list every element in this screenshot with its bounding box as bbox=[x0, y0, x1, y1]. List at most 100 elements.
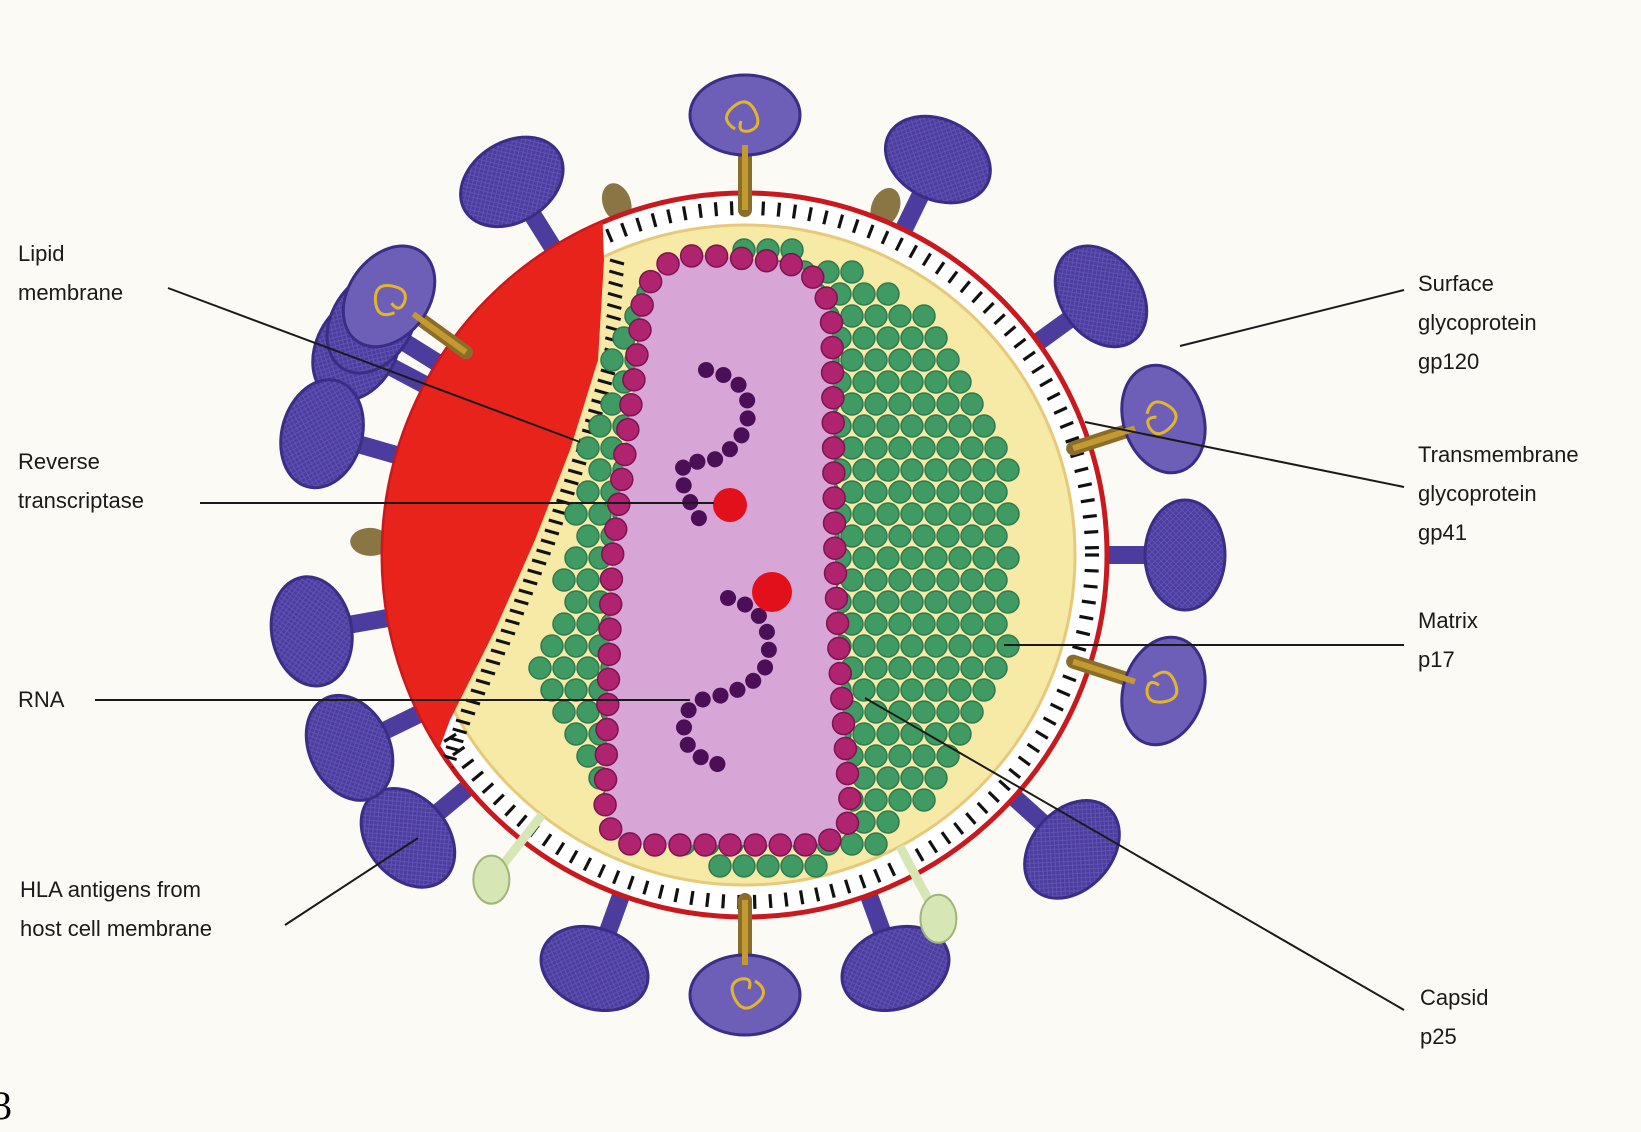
matrix-protein bbox=[925, 459, 947, 481]
matrix-protein bbox=[937, 745, 959, 767]
matrix-protein bbox=[973, 591, 995, 613]
matrix-protein bbox=[949, 591, 971, 613]
lipid-tick bbox=[785, 893, 787, 907]
matrix-protein bbox=[913, 349, 935, 371]
leader-transmembrane-glycoprotein bbox=[1085, 422, 1404, 487]
matrix-protein bbox=[889, 437, 911, 459]
matrix-protein bbox=[853, 679, 875, 701]
capsid-protein bbox=[756, 250, 778, 272]
matrix-protein bbox=[853, 635, 875, 657]
capsid-protein bbox=[829, 662, 851, 684]
matrix-protein bbox=[877, 591, 899, 613]
matrix-protein bbox=[865, 393, 887, 415]
matrix-protein bbox=[937, 569, 959, 591]
lipid-tick bbox=[433, 782, 447, 786]
capsid-protein bbox=[706, 245, 728, 267]
matrix-protein bbox=[937, 481, 959, 503]
capsid-protein bbox=[595, 744, 617, 766]
capsid-protein bbox=[769, 834, 791, 856]
matrix-protein bbox=[877, 723, 899, 745]
matrix-protein bbox=[781, 855, 803, 877]
reverse-transcriptase-molecule bbox=[752, 572, 792, 612]
capsid-protein bbox=[597, 693, 619, 715]
capsid-protein bbox=[619, 833, 641, 855]
capsid-protein bbox=[640, 271, 662, 293]
matrix-protein bbox=[865, 437, 887, 459]
matrix-protein bbox=[925, 415, 947, 437]
capsid-protein bbox=[608, 493, 630, 515]
matrix-protein bbox=[949, 371, 971, 393]
matrix-protein bbox=[913, 525, 935, 547]
matrix-protein bbox=[889, 657, 911, 679]
matrix-protein bbox=[889, 569, 911, 591]
matrix-protein bbox=[901, 415, 923, 437]
matrix-protein bbox=[865, 349, 887, 371]
matrix-protein bbox=[985, 525, 1007, 547]
capsid-protein bbox=[629, 319, 651, 341]
matrix-protein bbox=[961, 437, 983, 459]
matrix-protein bbox=[565, 679, 587, 701]
gp120-gp41-spike bbox=[690, 75, 800, 210]
label-rna: RNA bbox=[18, 680, 64, 719]
capsid-protein bbox=[822, 412, 844, 434]
capsid-protein bbox=[823, 437, 845, 459]
matrix-protein bbox=[949, 723, 971, 745]
capsid-protein bbox=[837, 763, 859, 785]
capsid-protein bbox=[837, 812, 859, 834]
matrix-protein bbox=[949, 635, 971, 657]
matrix-protein bbox=[853, 591, 875, 613]
capsid-protein bbox=[596, 719, 618, 741]
matrix-protein bbox=[553, 657, 575, 679]
lipid-tick bbox=[723, 894, 724, 908]
matrix-protein bbox=[877, 635, 899, 657]
capsid-protein bbox=[605, 518, 627, 540]
capsid-protein bbox=[595, 769, 617, 791]
matrix-protein bbox=[877, 811, 899, 833]
label-lipid-membrane: Lipidmembrane bbox=[18, 234, 123, 312]
capsid-protein bbox=[833, 713, 855, 735]
capsid-protein bbox=[802, 266, 824, 288]
lipid-tick bbox=[436, 773, 450, 777]
matrix-protein bbox=[901, 635, 923, 657]
matrix-protein bbox=[925, 371, 947, 393]
matrix-protein bbox=[925, 635, 947, 657]
matrix-protein bbox=[961, 613, 983, 635]
matrix-protein bbox=[913, 437, 935, 459]
matrix-protein bbox=[565, 591, 587, 613]
capsid-protein bbox=[600, 568, 622, 590]
capsid-protein bbox=[822, 362, 844, 384]
capsid-protein bbox=[623, 369, 645, 391]
matrix-protein bbox=[553, 613, 575, 635]
matrix-protein bbox=[937, 349, 959, 371]
lipid-tick bbox=[1084, 586, 1098, 587]
matrix-protein bbox=[901, 503, 923, 525]
label-transmembrane-glycoprotein: Transmembraneglycoproteingp41 bbox=[1418, 435, 1579, 552]
matrix-protein bbox=[577, 481, 599, 503]
matrix-protein bbox=[925, 591, 947, 613]
matrix-protein bbox=[961, 525, 983, 547]
matrix-protein bbox=[889, 789, 911, 811]
matrix-protein bbox=[757, 855, 779, 877]
capsid-protein bbox=[617, 419, 639, 441]
matrix-protein bbox=[853, 459, 875, 481]
matrix-protein bbox=[877, 679, 899, 701]
matrix-protein bbox=[913, 305, 935, 327]
capsid-protein bbox=[828, 637, 850, 659]
lipid-tick bbox=[770, 894, 771, 908]
matrix-protein bbox=[925, 503, 947, 525]
matrix-protein bbox=[925, 767, 947, 789]
matrix-protein bbox=[577, 613, 599, 635]
lipid-tick bbox=[691, 891, 693, 905]
matrix-protein bbox=[865, 833, 887, 855]
matrix-protein bbox=[949, 547, 971, 569]
gp120-knob bbox=[1024, 228, 1166, 364]
matrix-protein bbox=[577, 437, 599, 459]
matrix-protein bbox=[889, 349, 911, 371]
capsid-protein bbox=[657, 253, 679, 275]
gp120-knob bbox=[444, 119, 580, 263]
matrix-protein bbox=[889, 525, 911, 547]
matrix-protein bbox=[865, 569, 887, 591]
lipid-tick bbox=[1082, 601, 1096, 603]
matrix-protein bbox=[529, 657, 551, 679]
